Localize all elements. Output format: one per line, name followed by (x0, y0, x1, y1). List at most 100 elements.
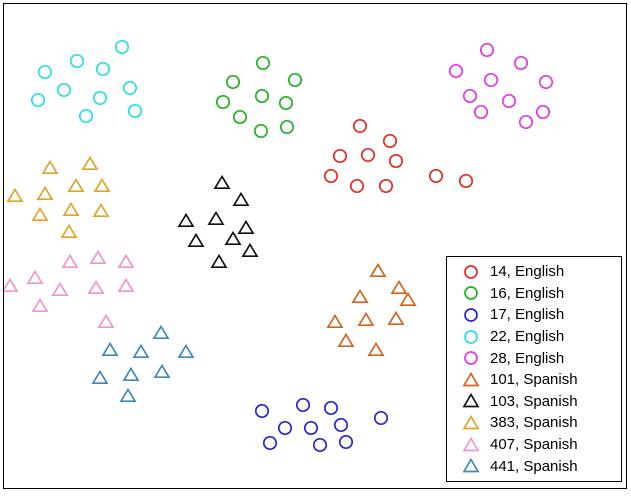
data-point-triangle-101 (387, 310, 405, 326)
data-point-circle-22 (78, 108, 94, 124)
data-point-triangle-101 (326, 313, 344, 329)
data-point-triangle-441 (91, 369, 109, 385)
legend-marker-circle-icon (464, 329, 478, 344)
legend-item-16: 16, English (447, 284, 621, 302)
data-point-circle-16 (279, 119, 295, 135)
legend-marker-circle-icon (464, 286, 478, 301)
data-point-circle-17 (303, 420, 319, 436)
scatter-plot (4, 39, 554, 453)
data-point-circle-28 (535, 104, 551, 120)
legend-item-14: 14, English (447, 263, 621, 281)
data-point-triangle-407 (87, 279, 105, 295)
data-point-triangle-441 (132, 343, 150, 359)
data-point-triangle-103 (237, 219, 255, 235)
data-point-triangle-407 (61, 253, 79, 269)
data-point-triangle-103 (232, 191, 250, 207)
data-point-triangle-407 (117, 253, 135, 269)
data-point-circle-17 (333, 417, 349, 433)
data-point-circle-22 (114, 39, 130, 55)
data-point-circle-14 (382, 133, 398, 149)
data-point-triangle-383 (67, 177, 85, 193)
data-point-triangle-441 (119, 387, 137, 403)
legend-marker-triangle-icon (462, 457, 480, 473)
data-point-circle-22 (56, 82, 72, 98)
data-point-triangle-103 (224, 230, 242, 246)
data-point-circle-22 (92, 90, 108, 106)
data-point-triangle-383 (62, 201, 80, 217)
data-point-circle-17 (373, 410, 389, 426)
data-point-circle-14 (323, 168, 339, 184)
data-point-circle-17 (312, 437, 328, 453)
legend-label: 103, Spanish (490, 392, 578, 410)
data-point-circle-22 (122, 80, 138, 96)
legend-item-383: 383, Spanish (447, 414, 621, 432)
data-point-triangle-407 (26, 269, 44, 285)
data-point-triangle-101 (367, 341, 385, 357)
data-point-circle-28 (483, 72, 499, 88)
data-point-circle-14 (378, 178, 394, 194)
data-point-circle-16 (225, 74, 241, 90)
legend-marker-triangle-icon (462, 371, 480, 387)
data-point-triangle-407 (117, 277, 135, 293)
data-point-circle-16 (215, 94, 231, 110)
data-point-triangle-101 (399, 291, 417, 307)
data-point-triangle-101 (390, 279, 408, 295)
data-point-circle-22 (127, 103, 143, 119)
data-point-circle-14 (352, 118, 368, 134)
data-point-triangle-383 (93, 177, 111, 193)
legend-item-28: 28, English (447, 349, 621, 367)
legend-label: 101, Spanish (490, 371, 578, 389)
data-point-circle-14 (332, 148, 348, 164)
data-point-circle-17 (277, 420, 293, 436)
data-point-circle-14 (349, 178, 365, 194)
data-point-circle-16 (253, 123, 269, 139)
data-point-triangle-103 (207, 210, 225, 226)
legend-marker-triangle-icon (462, 393, 480, 408)
data-point-circle-22 (37, 64, 53, 80)
data-point-circle-28 (501, 93, 517, 109)
data-point-circle-28 (462, 88, 478, 104)
legend-marker-triangle-icon (462, 436, 480, 451)
data-point-circle-14 (360, 147, 376, 163)
data-point-triangle-441 (122, 366, 140, 382)
data-point-circle-28 (473, 104, 489, 120)
data-point-circle-22 (95, 61, 111, 77)
data-point-triangle-103 (210, 253, 228, 269)
data-point-triangle-103 (187, 232, 205, 248)
data-point-circle-28 (479, 42, 495, 58)
legend-item-101: 101, Spanish (447, 371, 621, 389)
data-point-triangle-407 (97, 313, 115, 329)
data-point-triangle-383 (81, 155, 99, 171)
legend-item-17: 17, English (447, 306, 621, 324)
data-point-circle-28 (538, 74, 554, 90)
data-point-triangle-383 (31, 206, 49, 222)
scatter-points-layer (4, 39, 554, 453)
data-point-triangle-101 (337, 332, 355, 348)
data-point-triangle-441 (101, 341, 119, 357)
data-point-circle-17 (338, 434, 354, 450)
data-point-circle-17 (254, 403, 270, 419)
data-point-triangle-101 (351, 288, 369, 304)
legend-label: 14, English (490, 263, 565, 281)
legend-item-441: 441, Spanish (447, 457, 621, 475)
data-point-triangle-103 (241, 242, 259, 258)
legend-label: 16, English (490, 284, 565, 302)
data-point-triangle-101 (357, 311, 375, 327)
legend-marker-triangle-icon (462, 414, 480, 430)
data-point-triangle-103 (177, 212, 195, 228)
data-point-circle-17 (295, 397, 311, 413)
data-point-triangle-407 (51, 281, 69, 297)
legend-label: 441, Spanish (490, 457, 578, 475)
data-point-triangle-407 (89, 249, 107, 265)
legend-item-407: 407, Spanish (447, 436, 621, 454)
data-point-circle-17 (323, 400, 339, 416)
data-point-circle-28 (513, 55, 529, 71)
data-point-triangle-383 (36, 185, 54, 201)
data-point-circle-28 (518, 114, 534, 130)
data-point-triangle-383 (60, 223, 78, 239)
data-point-circle-14 (458, 173, 474, 189)
data-point-triangle-383 (92, 202, 110, 218)
legend-label: 17, English (490, 306, 565, 324)
